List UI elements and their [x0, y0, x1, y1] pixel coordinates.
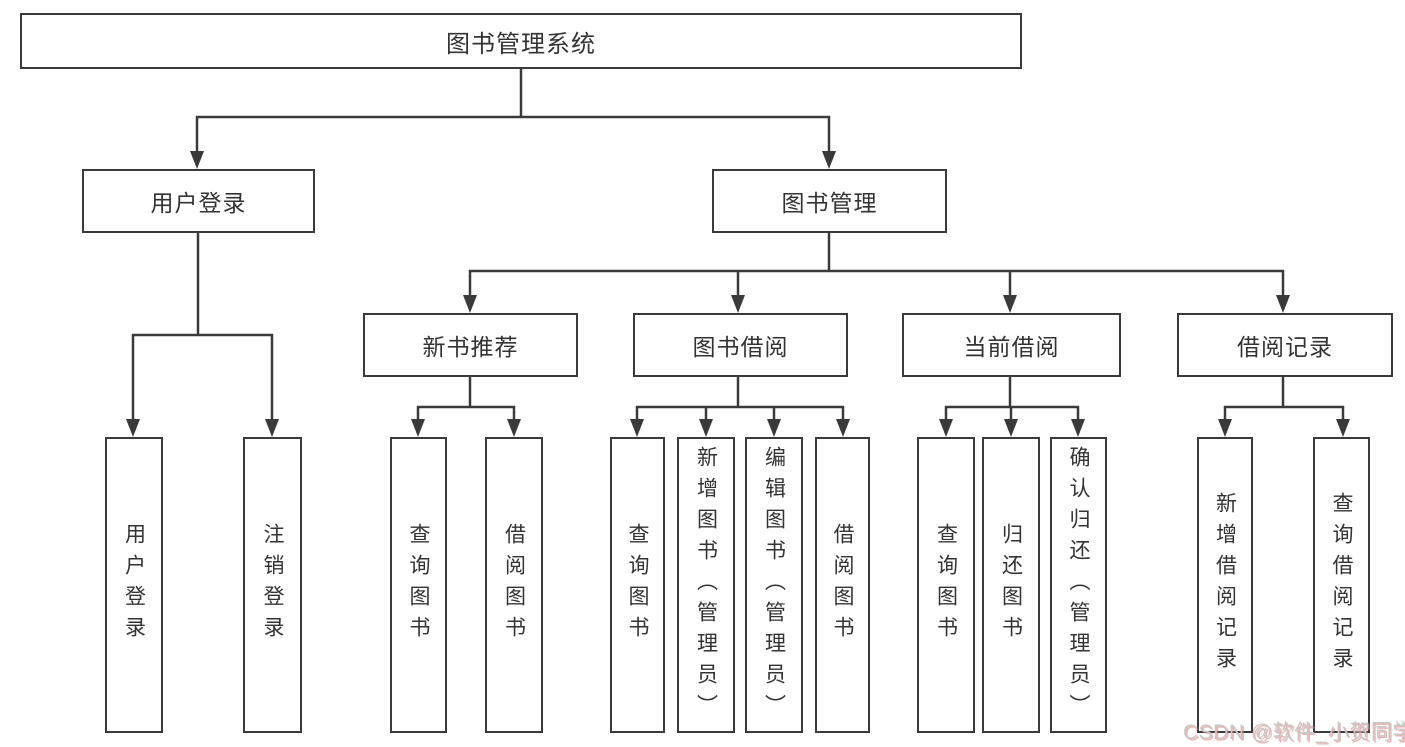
- leaf-logout-label: 注销登录: [261, 523, 284, 647]
- node-user-login: 用户登录: [82, 169, 315, 233]
- node-borrow-records-label: 借阅记录: [1237, 334, 1333, 360]
- node-current-borrow-label: 当前借阅: [963, 334, 1060, 360]
- leaf-add-borrow-record: 新增借阅记录: [1197, 437, 1253, 733]
- node-library-system-label: 图书管理系统: [446, 30, 596, 58]
- node-new-book-recommend-label: 新书推荐: [422, 334, 519, 360]
- node-user-login-label: 用户登录: [150, 190, 247, 216]
- leaf-return-books: 归还图书: [982, 437, 1040, 733]
- leaf-borrow-query-books-label: 查询图书: [626, 523, 649, 647]
- leaf-logout: 注销登录: [243, 437, 302, 733]
- node-book-borrow: 图书借阅: [633, 313, 848, 377]
- node-book-management-label: 图书管理: [781, 190, 878, 216]
- leaf-recommend-query-books: 查询图书: [390, 437, 447, 733]
- node-new-book-recommend: 新书推荐: [363, 313, 578, 377]
- leaf-edit-books-admin: 编辑图书（管理员）: [745, 437, 803, 733]
- leaf-query-borrow-record-label: 查询借阅记录: [1330, 492, 1353, 678]
- leaf-recommend-query-books-label: 查询图书: [407, 523, 430, 647]
- leaf-recommend-borrow-books: 借阅图书: [485, 437, 543, 733]
- leaf-current-query-books-label: 查询图书: [934, 523, 958, 647]
- leaf-confirm-return-admin-label: 确认归还（管理员）: [1067, 445, 1090, 725]
- node-current-borrow: 当前借阅: [902, 313, 1121, 377]
- leaf-add-books-admin-label: 新增图书（管理员）: [694, 445, 718, 725]
- leaf-borrow-query-books: 查询图书: [610, 437, 665, 733]
- csdn-watermark: CSDN @软件_小贺同学: [1183, 721, 1405, 744]
- node-book-management: 图书管理: [712, 169, 947, 233]
- leaf-return-books-label: 归还图书: [999, 523, 1023, 647]
- leaf-borrow-books-label: 借阅图书: [831, 523, 854, 647]
- leaf-edit-books-admin-label: 编辑图书（管理员）: [762, 445, 786, 725]
- leaf-add-books-admin: 新增图书（管理员）: [677, 437, 735, 733]
- leaf-current-query-books: 查询图书: [917, 437, 975, 733]
- leaf-borrow-books: 借阅图书: [815, 437, 870, 733]
- arrowheads: [126, 151, 1350, 437]
- leaf-recommend-borrow-books-label: 借阅图书: [502, 523, 526, 647]
- node-library-system: 图书管理系统: [20, 13, 1022, 69]
- node-borrow-records: 借阅记录: [1177, 313, 1393, 377]
- leaf-user-login: 用户登录: [105, 437, 163, 733]
- node-book-borrow-label: 图书借阅: [692, 334, 789, 360]
- leaf-add-borrow-record-label: 新增借阅记录: [1213, 492, 1237, 678]
- leaf-confirm-return-admin: 确认归还（管理员）: [1050, 437, 1107, 733]
- leaf-query-borrow-record: 查询借阅记录: [1313, 437, 1370, 733]
- leaf-user-login-label: 用户登录: [122, 523, 146, 647]
